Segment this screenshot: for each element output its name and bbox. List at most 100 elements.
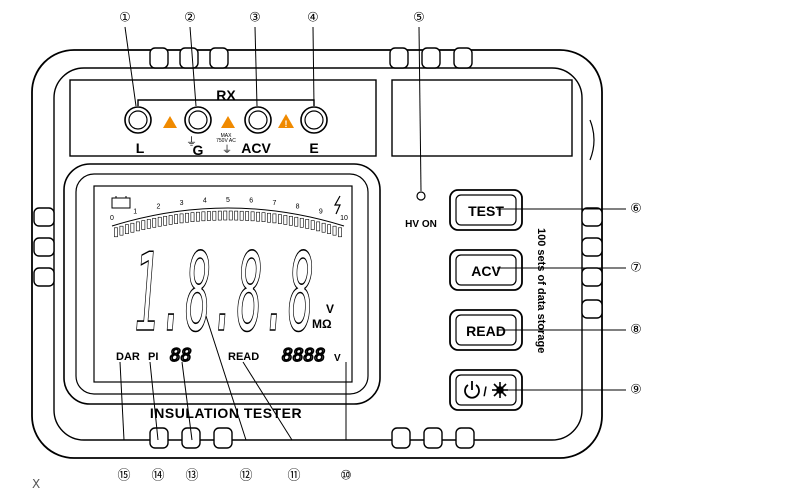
- bar-segment: [190, 212, 195, 222]
- scale-tick-label: 8: [296, 203, 300, 210]
- callout-7: ⑦: [630, 261, 642, 276]
- lcd-aux-digits: 8888: [282, 345, 325, 366]
- scale-tick-label: 0: [110, 215, 114, 222]
- battery-icon: [111, 196, 131, 209]
- terminal-e[interactable]: [300, 106, 328, 134]
- read-button[interactable]: READ: [449, 309, 523, 351]
- bar-segment: [256, 211, 260, 222]
- bar-segment: [316, 221, 321, 232]
- bar-segment: [321, 222, 326, 233]
- terminal-e-label: E: [309, 140, 318, 156]
- bar-segment: [163, 215, 168, 226]
- bar-segment: [212, 210, 217, 221]
- product-name: INSULATION TESTER: [150, 405, 302, 421]
- hv-on-indicator: [416, 191, 426, 201]
- callout-3: ③: [249, 11, 261, 26]
- power-separator: /: [483, 384, 487, 399]
- lcd-small-digits: 88: [170, 345, 192, 366]
- callout-leaders: [119, 26, 626, 441]
- bar-segment: [206, 211, 211, 221]
- bar-segment: [174, 214, 178, 224]
- bar-segment: [305, 219, 310, 229]
- bar-segment: [299, 217, 304, 228]
- callout-11: ⑪: [287, 469, 300, 484]
- bar-segment: [130, 222, 135, 233]
- hv-on-label: HV ON: [405, 219, 437, 230]
- callout-9: ⑨: [630, 383, 642, 398]
- scale-tick-label: 5: [226, 197, 230, 204]
- bar-segment: [310, 220, 315, 230]
- terminal-acv[interactable]: [244, 106, 272, 134]
- terminal-acv-label: ACV: [241, 140, 271, 156]
- callout-14: ⑭: [151, 469, 164, 484]
- acv-button-label: ACV: [471, 263, 501, 279]
- callout-2: ②: [184, 11, 196, 26]
- scale-tick-label: 3: [180, 200, 184, 207]
- lcd-unit-v: V: [326, 302, 334, 316]
- bar-segment: [338, 227, 342, 238]
- high-voltage-icon: [333, 195, 341, 215]
- bar-segment: [294, 216, 299, 227]
- callout-5: ⑤: [413, 11, 425, 26]
- scale-tick-label: 7: [272, 200, 276, 207]
- left-grips: [33, 207, 55, 287]
- bar-segment: [288, 215, 293, 226]
- callout-6: ⑥: [630, 202, 642, 217]
- top-grips: [149, 47, 473, 69]
- callout-1: ①: [119, 11, 131, 26]
- bar-segment: [250, 211, 255, 222]
- blank-panel: [391, 79, 573, 157]
- bar-segment: [196, 211, 200, 222]
- bar-segment: [141, 220, 146, 230]
- acv-button[interactable]: ACV: [449, 249, 523, 291]
- bar-segment: [228, 210, 233, 221]
- terminal-l-label: L: [136, 140, 145, 156]
- warning-triangle-icon: [221, 116, 235, 128]
- bar-segment: [114, 227, 118, 238]
- lcd-read-label: READ: [228, 351, 259, 363]
- callout-4: ④: [307, 11, 319, 26]
- callout-10: ⑩: [340, 469, 352, 484]
- lcd-pi-label: PI: [148, 351, 158, 363]
- terminal-panel: [69, 79, 377, 157]
- terminal-g-label: G: [193, 142, 204, 158]
- bar-segment: [125, 224, 129, 234]
- case-outer: [31, 49, 603, 459]
- storage-capacity-text: 100 sets of data storage: [535, 228, 547, 353]
- bar-segment: [234, 210, 239, 221]
- callout-8: ⑧: [630, 323, 642, 338]
- warning-triangle-icon: [163, 116, 177, 128]
- bar-segment: [146, 219, 151, 229]
- test-button-label: TEST: [468, 203, 504, 219]
- callout-15: ⑮: [117, 469, 130, 484]
- bar-segment: [135, 221, 140, 232]
- bar-segment: [332, 225, 337, 236]
- warning-exclamation-mark: !: [285, 119, 288, 129]
- bar-segment: [119, 225, 124, 236]
- lcd-main-digits: 1.8.8.8: [134, 231, 314, 356]
- bar-segment: [283, 215, 288, 225]
- bottom-grips: [149, 427, 475, 449]
- case-inner: [53, 67, 583, 441]
- max-voltage-line2: 750V AC: [216, 138, 236, 144]
- bar-segment: [201, 211, 206, 222]
- bar-segment: [267, 212, 271, 223]
- lcd-dar-label: DAR: [116, 351, 140, 363]
- terminal-g[interactable]: [184, 106, 212, 134]
- lcd-unit-mohm: MΩ: [312, 317, 332, 331]
- lcd-aux-unit: V: [334, 353, 341, 364]
- scale-tick-label: 6: [249, 198, 253, 205]
- max-voltage-line1: MAX: [221, 133, 233, 139]
- rx-label: RX: [216, 87, 236, 103]
- bar-segment: [261, 212, 266, 222]
- scale-tick-label: 1: [133, 209, 137, 216]
- bar-segment: [168, 215, 173, 225]
- lcd-bezel-inner: [75, 173, 369, 395]
- test-button[interactable]: TEST: [449, 189, 523, 231]
- warning-exclamation-icon: [278, 114, 294, 128]
- bar-segment: [179, 213, 184, 224]
- terminal-l[interactable]: [124, 106, 152, 134]
- lcd-bezel-outer: [63, 163, 381, 405]
